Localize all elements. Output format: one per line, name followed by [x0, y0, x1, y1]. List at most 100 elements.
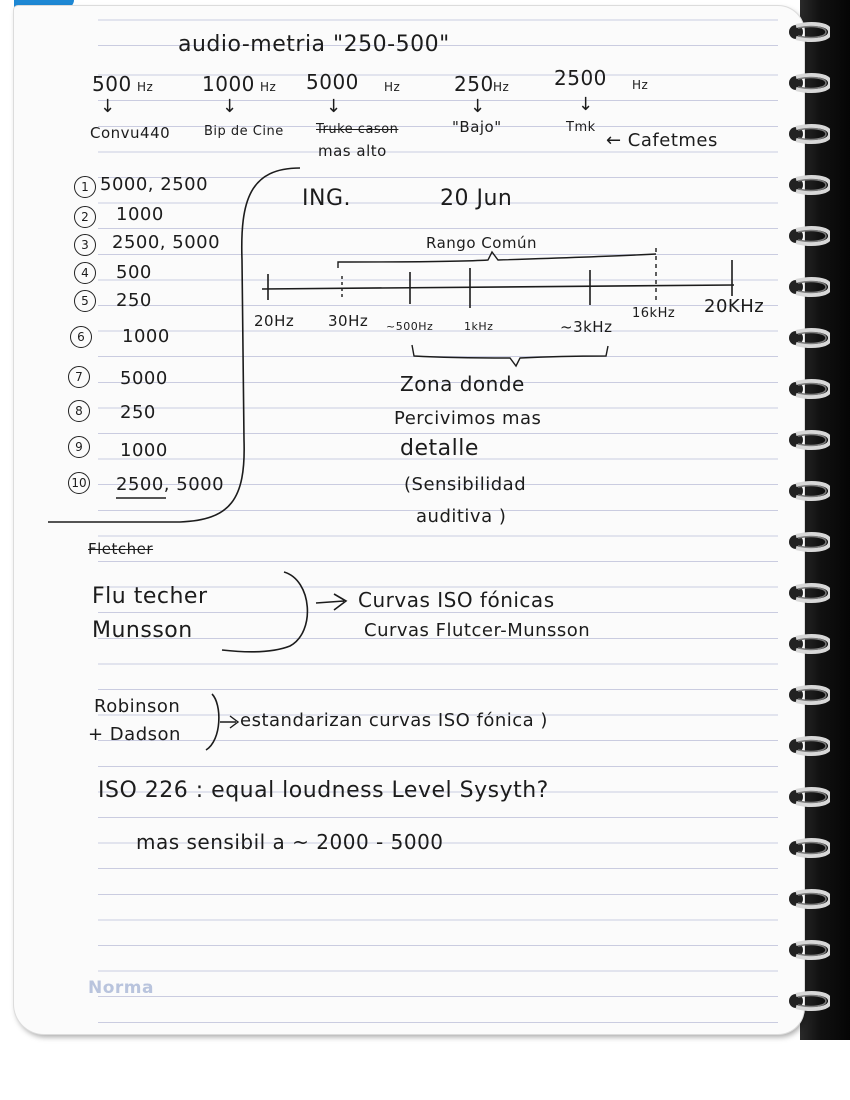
freq-2500-desc-extra: ← Cafetmes	[606, 130, 718, 151]
axis-label-30hz: 30Hz	[328, 312, 369, 330]
sequence-bracket	[48, 167, 301, 523]
freq-500-unit: Hz	[137, 80, 154, 94]
spiral-ring	[789, 124, 830, 144]
sequence-number: 4	[74, 262, 96, 284]
freq-5000-desc: mas alto	[318, 142, 387, 160]
zone-line: Percivimos mas	[394, 408, 542, 429]
sequence-value: 250	[116, 290, 152, 311]
sequence-number: 6	[70, 326, 92, 348]
scan-background-bottom	[0, 1040, 850, 1100]
fletcher-result1: Curvas ISO fónicas	[358, 588, 555, 612]
sequence-number: 5	[74, 290, 96, 312]
axis-label-3khz: ~3kHz	[560, 318, 613, 336]
freq-2500-desc: Tmk	[566, 120, 596, 135]
ing-date: 20 Jun	[440, 186, 513, 211]
fletcher-arrow	[315, 593, 348, 611]
sequence-value: 5000	[120, 368, 168, 389]
spiral-ring	[789, 991, 830, 1011]
fletcher-result2: Curvas Flutcer-Munsson	[364, 620, 591, 641]
freq-1000-unit: Hz	[260, 80, 277, 94]
freq-500-value: 500	[92, 72, 132, 96]
iso-line: ISO 226 : equal loudness Level Sysyth?	[98, 778, 549, 803]
zone-line: auditiva )	[416, 506, 507, 527]
robinson-line1: Robinson	[94, 696, 181, 717]
down-arrow-icon: ↓	[470, 96, 486, 117]
sensitivity-line: mas sensibil a ~ 2000 - 5000	[136, 830, 444, 854]
fletcher-line2: Munsson	[92, 618, 193, 643]
freq-500-desc: Convu440	[90, 124, 171, 142]
spiral-ring	[789, 277, 830, 297]
spiral-ring	[789, 532, 830, 552]
spiral-ring	[789, 838, 830, 858]
fletcher-line1: Flu techer	[92, 584, 208, 609]
ing-label: ING.	[302, 186, 351, 211]
spiral-ring	[789, 175, 830, 195]
freq-250-desc: "Bajo"	[452, 118, 502, 136]
spiral-ring	[789, 787, 830, 807]
sequence-value: 1000	[116, 204, 164, 225]
spiral-ring	[789, 226, 830, 246]
sequence-number: 2	[74, 206, 96, 228]
ruled-lines	[98, 6, 778, 1034]
down-arrow-icon: ↓	[326, 96, 342, 117]
freq-250-unit: Hz	[493, 80, 510, 94]
spiral-ring	[789, 736, 830, 756]
spiral-ring	[789, 430, 830, 450]
spiral-ring	[789, 889, 830, 909]
spiral-ring	[789, 583, 830, 603]
sequence-number: 9	[68, 436, 90, 458]
axis-label-500hz: ~500Hz	[386, 320, 434, 333]
down-arrow-icon: ↓	[100, 96, 116, 117]
sequence-number: 8	[68, 400, 90, 422]
spiral-ring	[789, 73, 830, 93]
sequence-value: 500	[116, 262, 152, 283]
zone-line: detalle	[400, 436, 479, 461]
freq-5000-desc-struck: Truke cason	[316, 122, 399, 137]
spiral-ring	[789, 22, 830, 42]
spiral-ring	[789, 481, 830, 501]
freq-5000-unit: Hz	[384, 80, 401, 94]
robinson-result: estandarizan curvas ISO fónica )	[240, 710, 548, 731]
freq-250-value: 250	[454, 72, 494, 96]
sequence-value: 5000, 2500	[100, 174, 209, 195]
frequency-axis-line	[261, 284, 735, 290]
axis-label-20hz: 20Hz	[254, 312, 295, 330]
freq-1000-desc: Bip de Cine	[204, 124, 284, 139]
spiral-ring	[789, 940, 830, 960]
sequence-value: 2500, 5000	[112, 232, 221, 253]
spiral-ring	[789, 685, 830, 705]
page-corner-tab	[14, 0, 74, 8]
range-brace	[337, 250, 657, 268]
down-arrow-icon: ↓	[578, 94, 594, 115]
spiral-ring	[789, 634, 830, 654]
axis-label-20khz: 20KHz	[704, 296, 765, 317]
spiral-ring	[789, 328, 830, 348]
range-label: Rango Común	[426, 234, 538, 252]
sequence-number: 10	[68, 472, 90, 494]
fletcher-struck-word: Fletcher	[88, 540, 154, 558]
robinson-line2: + Dadson	[88, 724, 181, 745]
sequence-value: 250	[120, 402, 156, 423]
zone-line: Zona donde	[400, 372, 525, 396]
sequence-number: 1	[74, 176, 96, 198]
freq-2500-unit: Hz	[632, 78, 649, 92]
down-arrow-icon: ↓	[222, 96, 238, 117]
robinson-bracket	[205, 693, 220, 751]
fletcher-bracket	[221, 571, 309, 653]
zone-line: (Sensibilidad	[404, 474, 527, 495]
sequence-number: 7	[68, 366, 90, 388]
sequence-value: 2500, 5000	[116, 474, 225, 495]
spiral-ring	[789, 379, 830, 399]
sequence-value: 1000	[120, 440, 168, 461]
brand-logo: Norma	[88, 978, 154, 998]
robinson-arrow	[220, 715, 240, 729]
freq-5000-value: 5000	[306, 70, 359, 94]
page-title: audio-metria "250-500"	[178, 32, 450, 57]
sequence-number: 3	[74, 234, 96, 256]
axis-label-1khz: 1kHz	[464, 320, 494, 333]
axis-label-16khz: 16kHz	[632, 306, 676, 321]
freq-1000-value: 1000	[202, 72, 255, 96]
zone-brace	[411, 344, 609, 368]
freq-2500-value: 2500	[554, 66, 607, 90]
sequence-value: 1000	[122, 326, 170, 347]
